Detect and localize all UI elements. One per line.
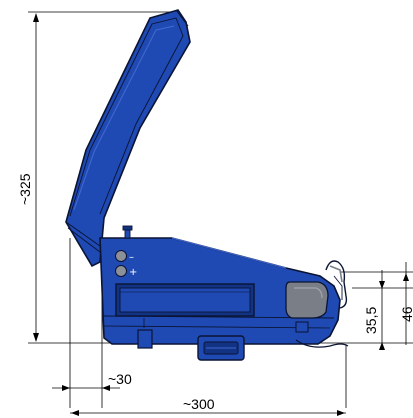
bottom-handle [197, 335, 245, 361]
side-panel [285, 281, 329, 319]
indicator-plus: + [115, 265, 137, 278]
height-right-label: 46 [399, 306, 413, 322]
dimension-height-right: 46 [399, 262, 413, 345]
device-lid [65, 9, 191, 268]
dimension-depth-base: ~30 [52, 371, 132, 391]
dimension-height-small: 35,5 [363, 270, 385, 350]
floor-cable [295, 339, 349, 348]
height-total-label: ~325 [17, 173, 33, 205]
indicator-minus-label: – [129, 252, 134, 263]
device-feet [137, 318, 309, 349]
height-small-label: 35,5 [363, 307, 379, 334]
dimension-height-total: ~325 [17, 13, 39, 342]
front-window [115, 283, 255, 317]
depth-base-label: ~30 [108, 371, 132, 387]
device: – + [65, 9, 349, 361]
indicator-plus-label: + [129, 267, 137, 278]
cable-hook [325, 260, 348, 309]
width-total-label: ~300 [183, 396, 215, 412]
indicator-minus: – [115, 250, 134, 263]
dimension-width-total: ~300 [70, 396, 346, 416]
